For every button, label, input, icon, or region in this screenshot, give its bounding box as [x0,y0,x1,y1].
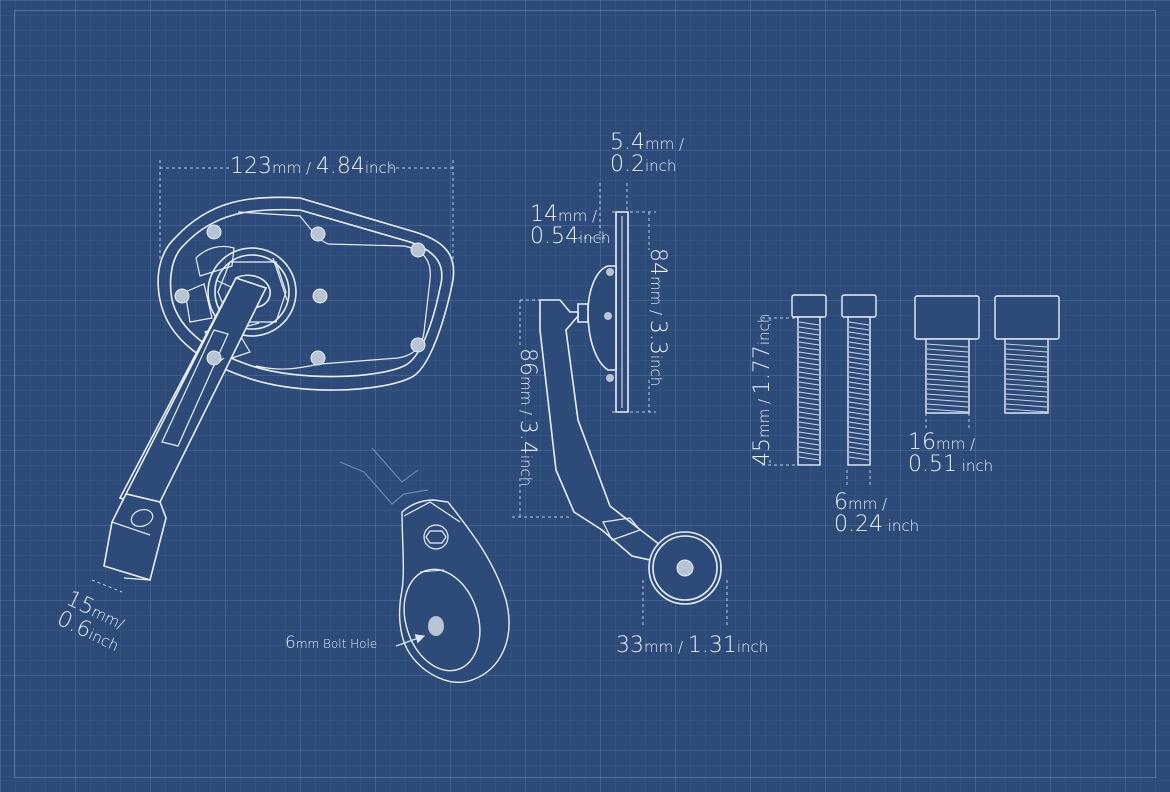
dim-glass-thickness: 5.4mm / 0.2inch [610,130,685,177]
bolt-hole-label: 6mm Bolt Hole [285,633,378,653]
mirror-side-view [539,211,722,605]
blueprint-border [14,10,1156,778]
mirror-mounting-dots [174,224,426,366]
bolt-hole-arrow [395,634,426,647]
dim-mirror-height: 84mm / 3.3inch [645,248,670,387]
dim-mirror-width: 123mm / 4.84inch [230,154,397,179]
long-bolt-2 [841,294,877,466]
clamp-hex-bolt [423,524,449,550]
dim-short-bolt-length: 16mm / 0.51 inch [908,430,994,477]
dim-clamp-diameter: 33mm / 1.31inch [616,633,769,658]
dim-bolt-diameter: 6mm / 0.24 inch [834,490,920,537]
mirror-front-view [103,196,455,582]
bolt-threads [798,321,1048,461]
bolt-hole [428,616,444,636]
dim-mount-depth: 14mm / 0.54inch [530,202,611,249]
long-bolt-1 [791,294,827,466]
dim-arm-height: 86mm / 3.4inch [515,348,540,487]
dim-bolt-length: 45mm / 1.77inch [750,313,775,466]
side-view-dots [604,268,694,577]
